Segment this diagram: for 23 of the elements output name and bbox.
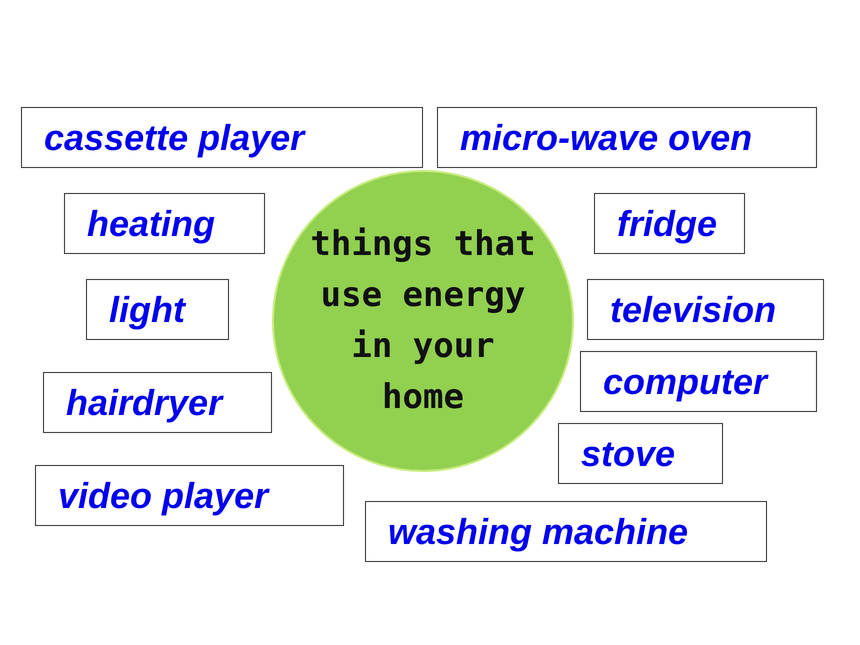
label-box [21, 107, 423, 168]
label-text: stove [581, 432, 676, 474]
label-box [580, 351, 817, 412]
label-text: micro-wave oven [460, 116, 752, 158]
label-box [587, 279, 824, 340]
label-text: washing machine [388, 510, 688, 552]
label-text: light [109, 288, 185, 330]
label-box [437, 107, 817, 168]
label-text: television [610, 288, 776, 330]
label-text: hairdryer [66, 382, 222, 424]
label-text: video player [58, 474, 268, 516]
label-box [43, 372, 272, 433]
label-text: heating [87, 202, 216, 244]
label-text: computer [603, 360, 768, 402]
label-box [35, 465, 344, 526]
label-box [365, 501, 767, 562]
label-box [558, 423, 723, 484]
label-text: cassette player [44, 116, 304, 158]
label-text: fridge [617, 202, 718, 244]
label-box [594, 193, 745, 254]
topic-text: things that use energy in your home [309, 223, 537, 419]
label-box [64, 193, 265, 254]
label-box [86, 279, 229, 340]
